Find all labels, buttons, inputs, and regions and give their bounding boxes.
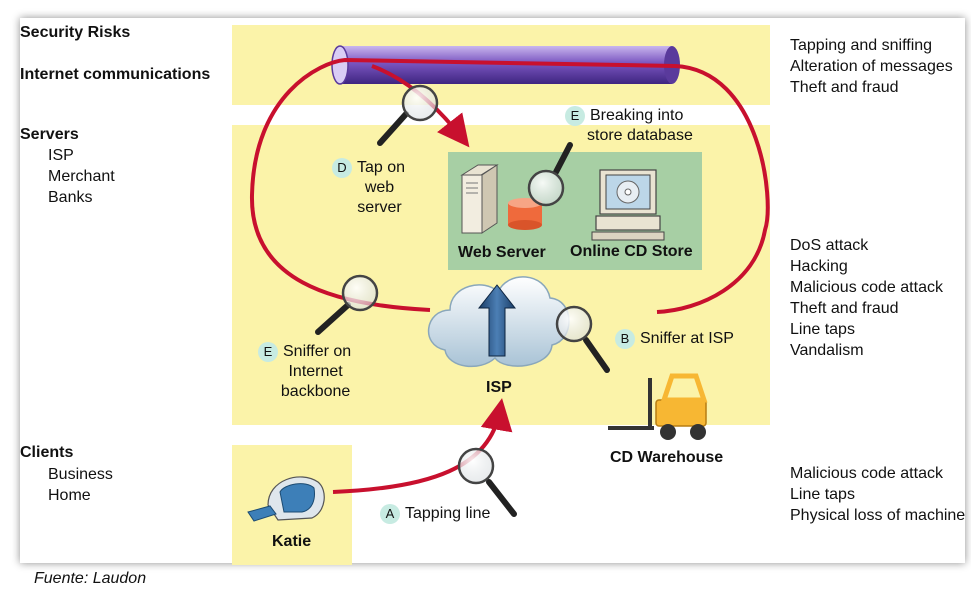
point-e-database-badge: E [565,106,585,126]
isp-cloud-icon [428,276,570,368]
point-a-line1: Tapping line [405,505,491,523]
point-d-line1: Tap on [357,159,406,177]
risk-client-2: Line taps [790,486,855,503]
clients-item-business: Business [48,466,113,483]
forklift-icon [608,373,708,440]
point-b-label: B Sniffer at ISP [615,329,734,349]
point-e-database-line2: store database [587,127,693,145]
point-a-badge: A [380,504,400,524]
backbone-loop-line [249,57,770,314]
online-store-label: Online CD Store [570,243,693,260]
point-d-line2: web [364,179,395,197]
point-e-database-line1: Breaking into [590,107,684,125]
risk-client-1: Malicious code attack [790,465,943,482]
web-server-label: Web Server [458,244,546,261]
risk-server-4: Theft and fraud [790,300,899,317]
point-d-badge: D [332,158,352,178]
point-b-badge: B [615,329,635,349]
client-to-isp-arrow [332,398,513,494]
point-d-label: D Tap on web server [332,158,405,218]
clients-layer-label: Clients [20,444,74,461]
risk-internet-2: Alteration of messages [790,58,953,75]
servers-item-isp: ISP [48,147,74,164]
security-risks-heading: Security Risks [20,24,131,41]
isp-label: ISP [486,379,512,396]
risk-server-2: Hacking [790,258,848,275]
magnifier-icon-line [457,447,517,517]
risk-server-3: Malicious code attack [790,279,943,296]
magnifier-icon-isp [555,305,610,373]
client-computer-icon [247,476,325,522]
risk-internet-3: Theft and fraud [790,79,899,96]
magnifier-icon-database [527,142,573,207]
database-icon [508,198,542,230]
risk-client-3: Physical loss of machine [790,507,966,524]
servers-item-banks: Banks [48,189,93,206]
point-e-backbone-label: E Sniffer on Internet backbone [258,342,351,402]
clients-item-home: Home [48,487,91,504]
point-e-backbone-line2: Internet [288,363,343,381]
point-d-line3: server [357,199,402,217]
point-e-backbone-line1: Sniffer on [283,343,352,361]
point-e-database-label: E Breaking into store database [565,106,693,146]
magnifier-icon-sniffer-backbone [315,274,379,335]
risk-server-5: Line taps [790,321,855,338]
risk-server-1: DoS attack [790,237,869,254]
client-label: Katie [272,533,312,550]
web-server-icon [460,164,499,234]
risk-server-6: Vandalism [790,342,864,359]
point-a-label: A Tapping line [380,504,490,524]
internet-layer-label: Internet communications [20,66,211,83]
servers-layer-label: Servers [20,126,79,143]
point-e-backbone-badge: E [258,342,278,362]
warehouse-label: CD Warehouse [610,449,724,466]
source-caption: Fuente: Laudon [34,570,147,587]
magnifier-icon-backbone [377,84,439,146]
risk-internet-1: Tapping and sniffing [790,37,933,54]
online-store-computer-icon [591,169,665,241]
point-e-backbone-line3: backbone [280,383,351,401]
servers-item-merchant: Merchant [48,168,115,185]
point-b-line1: Sniffer at ISP [640,330,734,348]
